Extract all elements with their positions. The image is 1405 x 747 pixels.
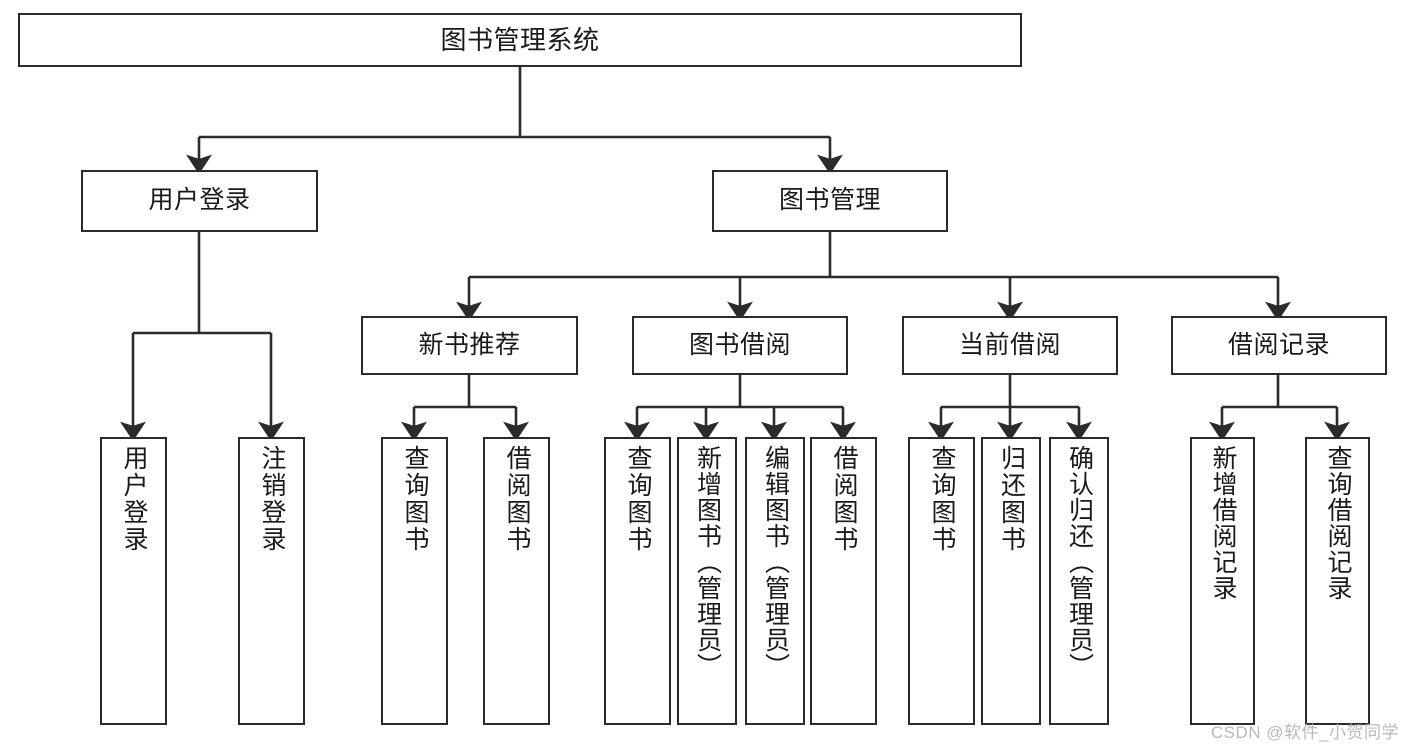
node-current-borrow-label: 当前借阅 bbox=[958, 330, 1061, 359]
node-leaf-borrow-book-1-label: 借阅图书 bbox=[503, 445, 531, 553]
node-leaf-query-record[interactable]: 查询借阅记录 bbox=[1305, 437, 1370, 725]
node-leaf-user-login[interactable]: 用户登录 bbox=[100, 437, 167, 725]
node-book-borrow-label: 图书借阅 bbox=[688, 330, 791, 359]
node-book-manage[interactable]: 图书管理 bbox=[712, 170, 948, 232]
node-borrow-record[interactable]: 借阅记录 bbox=[1171, 316, 1387, 375]
node-leaf-edit-book-label: 编辑图书（管理员） bbox=[761, 445, 790, 679]
node-book-borrow[interactable]: 图书借阅 bbox=[632, 316, 848, 375]
node-leaf-query-book-2[interactable]: 查询图书 bbox=[604, 437, 671, 725]
node-borrow-record-label: 借阅记录 bbox=[1227, 330, 1330, 359]
node-leaf-user-login-label: 用户登录 bbox=[120, 445, 148, 553]
node-leaf-add-record[interactable]: 新增借阅记录 bbox=[1190, 437, 1255, 725]
node-leaf-logout-login-label: 注销登录 bbox=[258, 445, 286, 553]
node-leaf-query-book-3-label: 查询图书 bbox=[928, 445, 956, 553]
node-leaf-query-book-1[interactable]: 查询图书 bbox=[381, 437, 448, 725]
node-leaf-borrow-book-2[interactable]: 借阅图书 bbox=[810, 437, 877, 725]
node-leaf-add-book-label: 新增图书（管理员） bbox=[693, 445, 722, 679]
node-user-login[interactable]: 用户登录 bbox=[81, 170, 318, 232]
node-leaf-confirm-return[interactable]: 确认归还（管理员） bbox=[1049, 437, 1109, 725]
node-current-borrow[interactable]: 当前借阅 bbox=[902, 316, 1118, 375]
node-leaf-query-book-1-label: 查询图书 bbox=[401, 445, 429, 553]
node-leaf-edit-book[interactable]: 编辑图书（管理员） bbox=[745, 437, 805, 725]
node-new-book-recommend-label: 新书推荐 bbox=[418, 330, 521, 359]
node-book-manage-label: 图书管理 bbox=[778, 186, 881, 215]
node-user-login-label: 用户登录 bbox=[148, 186, 251, 215]
node-new-book-recommend[interactable]: 新书推荐 bbox=[361, 316, 578, 375]
node-leaf-return-book-label: 归还图书 bbox=[997, 445, 1026, 553]
node-leaf-return-book[interactable]: 归还图书 bbox=[981, 437, 1041, 725]
node-leaf-query-book-2-label: 查询图书 bbox=[624, 445, 652, 553]
node-root-system[interactable]: 图书管理系统 bbox=[18, 13, 1022, 67]
node-leaf-query-record-label: 查询借阅记录 bbox=[1324, 445, 1352, 601]
node-leaf-add-record-label: 新增借阅记录 bbox=[1209, 445, 1237, 601]
node-leaf-borrow-book-1[interactable]: 借阅图书 bbox=[483, 437, 550, 725]
csdn-watermark: CSDN @软件_小贺同学 bbox=[1210, 723, 1399, 742]
node-leaf-borrow-book-2-label: 借阅图书 bbox=[830, 445, 858, 553]
node-leaf-confirm-return-label: 确认归还（管理员） bbox=[1065, 445, 1094, 679]
node-leaf-add-book[interactable]: 新增图书（管理员） bbox=[677, 437, 737, 725]
node-leaf-logout-login[interactable]: 注销登录 bbox=[238, 437, 305, 725]
node-leaf-query-book-3[interactable]: 查询图书 bbox=[908, 437, 975, 725]
node-root-system-label: 图书管理系统 bbox=[440, 24, 600, 55]
